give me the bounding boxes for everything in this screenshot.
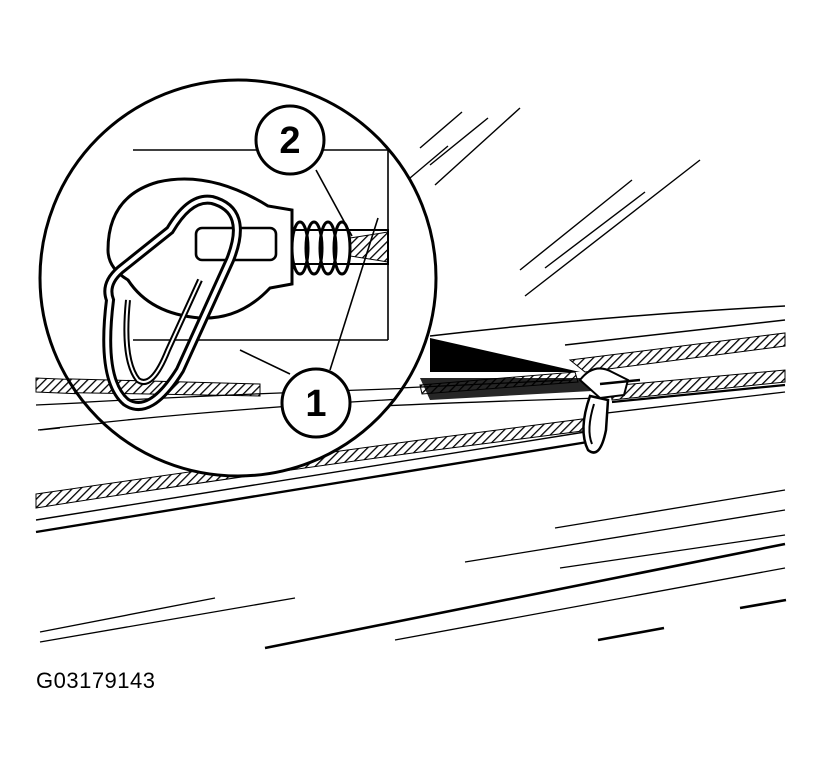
body-panel-lines	[39, 427, 787, 650]
magnified-detail-view	[38, 78, 438, 478]
clip-actual-size	[578, 367, 641, 454]
glass-reflection-lines	[409, 107, 701, 297]
figure-id-label: G03179143	[36, 668, 156, 693]
detail-pointer	[430, 338, 580, 372]
callout-2: 2	[254, 104, 326, 176]
callout-1-label: 1	[305, 383, 326, 425]
cowl-panel	[35, 305, 786, 534]
callout-1: 1	[280, 367, 352, 439]
wire-retainer	[102, 194, 242, 411]
callout-leaders	[239, 169, 379, 375]
callout-2-label: 2	[279, 120, 300, 162]
